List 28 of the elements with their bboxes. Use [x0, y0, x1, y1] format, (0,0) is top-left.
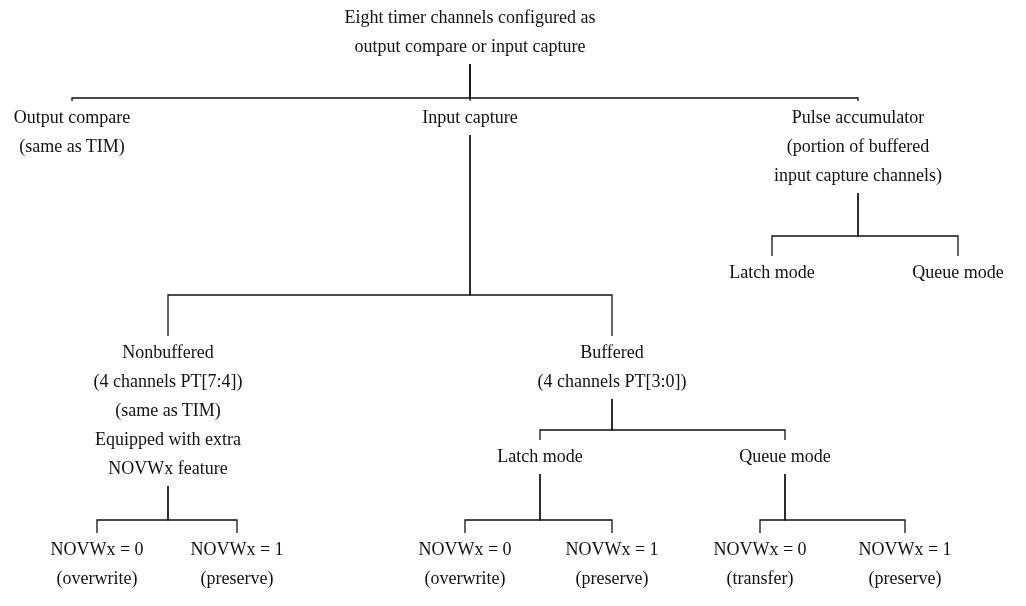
- node-label: NOVWx = 1 (preserve): [564, 538, 660, 590]
- node-label: Latch mode: [496, 445, 584, 468]
- node-label: Nonbuffered: [121, 341, 215, 364]
- node-label: Pulse accumulator: [790, 106, 926, 129]
- tree-connector: [784, 473, 906, 534]
- node-label: NOVWx = 0 (overwrite): [417, 538, 513, 590]
- node-label: NOVWx = 1 (preserve): [189, 538, 285, 590]
- tree-connector: [611, 398, 786, 441]
- node-label: Queue mode: [738, 445, 832, 468]
- node-label: NOVWx = 0 (transfer): [712, 538, 808, 590]
- tree-connector: [469, 63, 859, 102]
- node-label: (same as TIM): [114, 399, 222, 422]
- node-label: NOVWx = 0 (overwrite): [49, 538, 145, 590]
- tree-connector: [539, 473, 613, 534]
- node-label: Eight timer channels configured as output compare or input capture: [343, 6, 597, 58]
- node-label: Input capture: [421, 106, 519, 129]
- tree-connector: [167, 485, 238, 534]
- node-label: Queue mode: [911, 261, 1005, 284]
- node-label: NOVWx = 1 (preserve): [857, 538, 953, 590]
- node-label: Output compare (same as TIM): [12, 106, 132, 158]
- node-label: (portion of buffered input capture channels): [773, 135, 943, 187]
- node-label: Latch mode: [728, 261, 816, 284]
- tree-connector: [857, 192, 959, 257]
- node-label: (4 channels PT[7:4]): [92, 370, 244, 393]
- node-label: (4 channels PT[3:0]): [536, 370, 688, 393]
- node-label: Equipped with extra NOVWx feature: [94, 428, 242, 480]
- tree-connector: [469, 134, 613, 337]
- node-label: Buffered: [579, 341, 645, 364]
